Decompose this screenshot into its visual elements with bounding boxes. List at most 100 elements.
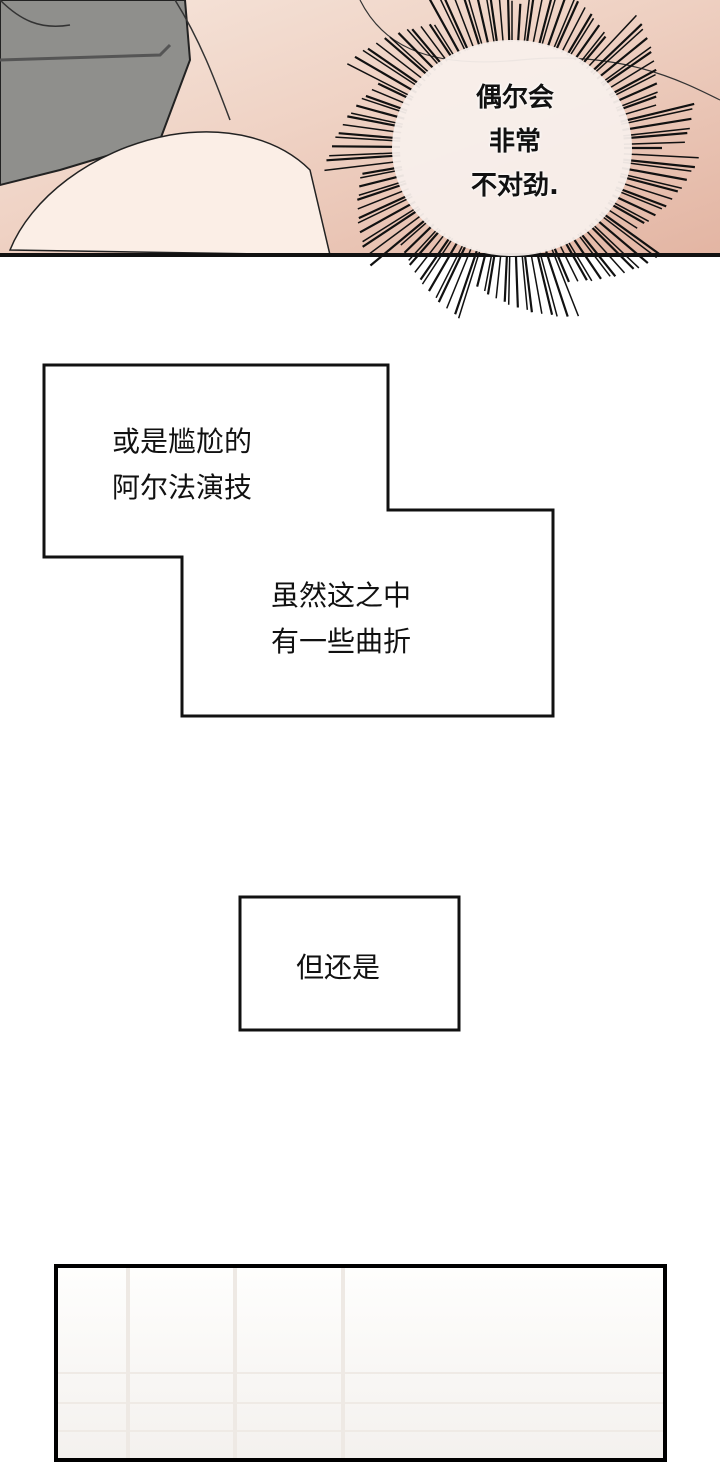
- caption-box-outlines: [42, 363, 555, 1032]
- burst-line: 不对劲.: [471, 171, 559, 201]
- burst-spike: [358, 180, 406, 196]
- burst-spike: [329, 152, 401, 157]
- burst-spike: [568, 17, 595, 58]
- burst-spike: [623, 141, 685, 146]
- burst-spike: [623, 131, 688, 140]
- caption-box-1: 或是尴尬的 阿尔法演技: [112, 419, 252, 511]
- burst-spike: [408, 227, 439, 261]
- burst-spike: [324, 160, 401, 172]
- burst-spike: [564, 241, 588, 281]
- burst-spike: [558, 243, 579, 282]
- burst-line: 偶尔会: [475, 83, 554, 113]
- speech-burst-text: 偶尔会 非常 不对劲.: [430, 76, 600, 208]
- burst-spike: [617, 181, 673, 200]
- burst-spike: [622, 161, 692, 172]
- burst-spike: [439, 0, 467, 52]
- burst-spike: [454, 0, 475, 49]
- burst-spike: [362, 49, 421, 89]
- burst-spike: [421, 237, 454, 285]
- burst-spike: [610, 73, 656, 99]
- burst-spike: [347, 115, 403, 128]
- burst-spike: [521, 253, 529, 310]
- burst-spike: [577, 233, 611, 277]
- burst-spike: [532, 0, 543, 44]
- burst-spike: [538, 0, 552, 46]
- burst-spike: [594, 217, 649, 264]
- burst-spike: [523, 0, 530, 43]
- burst-spike: [486, 0, 495, 44]
- burst-spike: [604, 206, 638, 229]
- burst-spike: [607, 201, 645, 224]
- burst-spike: [546, 0, 566, 48]
- burst-spike: [566, 13, 593, 56]
- burst-spike: [600, 211, 663, 257]
- burst-spike: [621, 108, 693, 126]
- burst-spike: [476, 251, 488, 287]
- burst-spike: [444, 0, 469, 51]
- burst-spike: [612, 82, 658, 104]
- burst-spike: [483, 252, 493, 292]
- burst-spike: [420, 26, 448, 62]
- burst-spike: [590, 23, 643, 74]
- burst-spike: [359, 200, 416, 234]
- burst-spike: [354, 55, 417, 94]
- burst-spike: [503, 254, 509, 302]
- burst-spike: [571, 236, 602, 280]
- burst-spike: [433, 24, 456, 58]
- burst-spike: [435, 243, 465, 299]
- burst-spike: [355, 104, 405, 120]
- burst-spike: [369, 217, 429, 267]
- burst-spike: [622, 117, 692, 132]
- panel-artwork: [0, 0, 720, 255]
- burst-spike: [621, 166, 688, 181]
- burst-spike: [530, 252, 543, 314]
- burst-spike: [346, 63, 414, 99]
- burst-spike: [600, 46, 652, 84]
- burst-spike: [468, 0, 483, 46]
- burst-spike: [408, 229, 442, 266]
- burst-spike: [609, 199, 650, 222]
- burst-spike: [331, 145, 401, 149]
- caption-line: 虽然这之中: [271, 579, 412, 612]
- burst-spike: [375, 42, 426, 82]
- burst-spike: [476, 0, 490, 45]
- burst-spike: [326, 154, 401, 162]
- burst-spike: [403, 223, 435, 254]
- burst-spike: [365, 212, 425, 257]
- burst-spike: [342, 123, 402, 134]
- burst-spike: [550, 247, 580, 317]
- burst-spike: [419, 236, 452, 281]
- burst-spike: [552, 0, 575, 50]
- burst-spike: [517, 3, 522, 42]
- burst-spike: [361, 97, 407, 114]
- burst-spike: [495, 253, 502, 299]
- burst-spike: [608, 68, 657, 97]
- burst-spike: [588, 224, 635, 270]
- burst-spike: [367, 47, 423, 87]
- burst-spike: [384, 37, 430, 78]
- burst-spike: [614, 189, 663, 210]
- burst-spike: [619, 175, 679, 193]
- burst-spike: [535, 251, 554, 315]
- burst-spike: [463, 0, 481, 47]
- speech-burst: [324, 0, 699, 319]
- burst-line: 非常: [488, 127, 541, 157]
- caption-box-3: 但还是: [296, 945, 380, 991]
- burst-spike: [507, 0, 511, 42]
- burst-spike: [590, 222, 640, 269]
- burst-spike: [584, 228, 626, 274]
- burst-spike: [592, 28, 644, 76]
- burst-spike: [486, 252, 496, 295]
- burst-spike: [579, 231, 617, 277]
- burst-spike: [356, 182, 407, 201]
- burst-spike: [411, 28, 444, 66]
- burst-spike: [454, 248, 479, 315]
- burst-spike: [623, 127, 690, 137]
- caption-line: 但还是: [296, 951, 381, 984]
- burst-spike: [489, 0, 499, 43]
- burst-spike: [498, 0, 504, 43]
- caption-line: 阿尔法演技: [112, 471, 253, 504]
- burst-spike: [620, 102, 695, 123]
- burst-spike: [428, 0, 461, 55]
- burst-spike: [552, 246, 570, 283]
